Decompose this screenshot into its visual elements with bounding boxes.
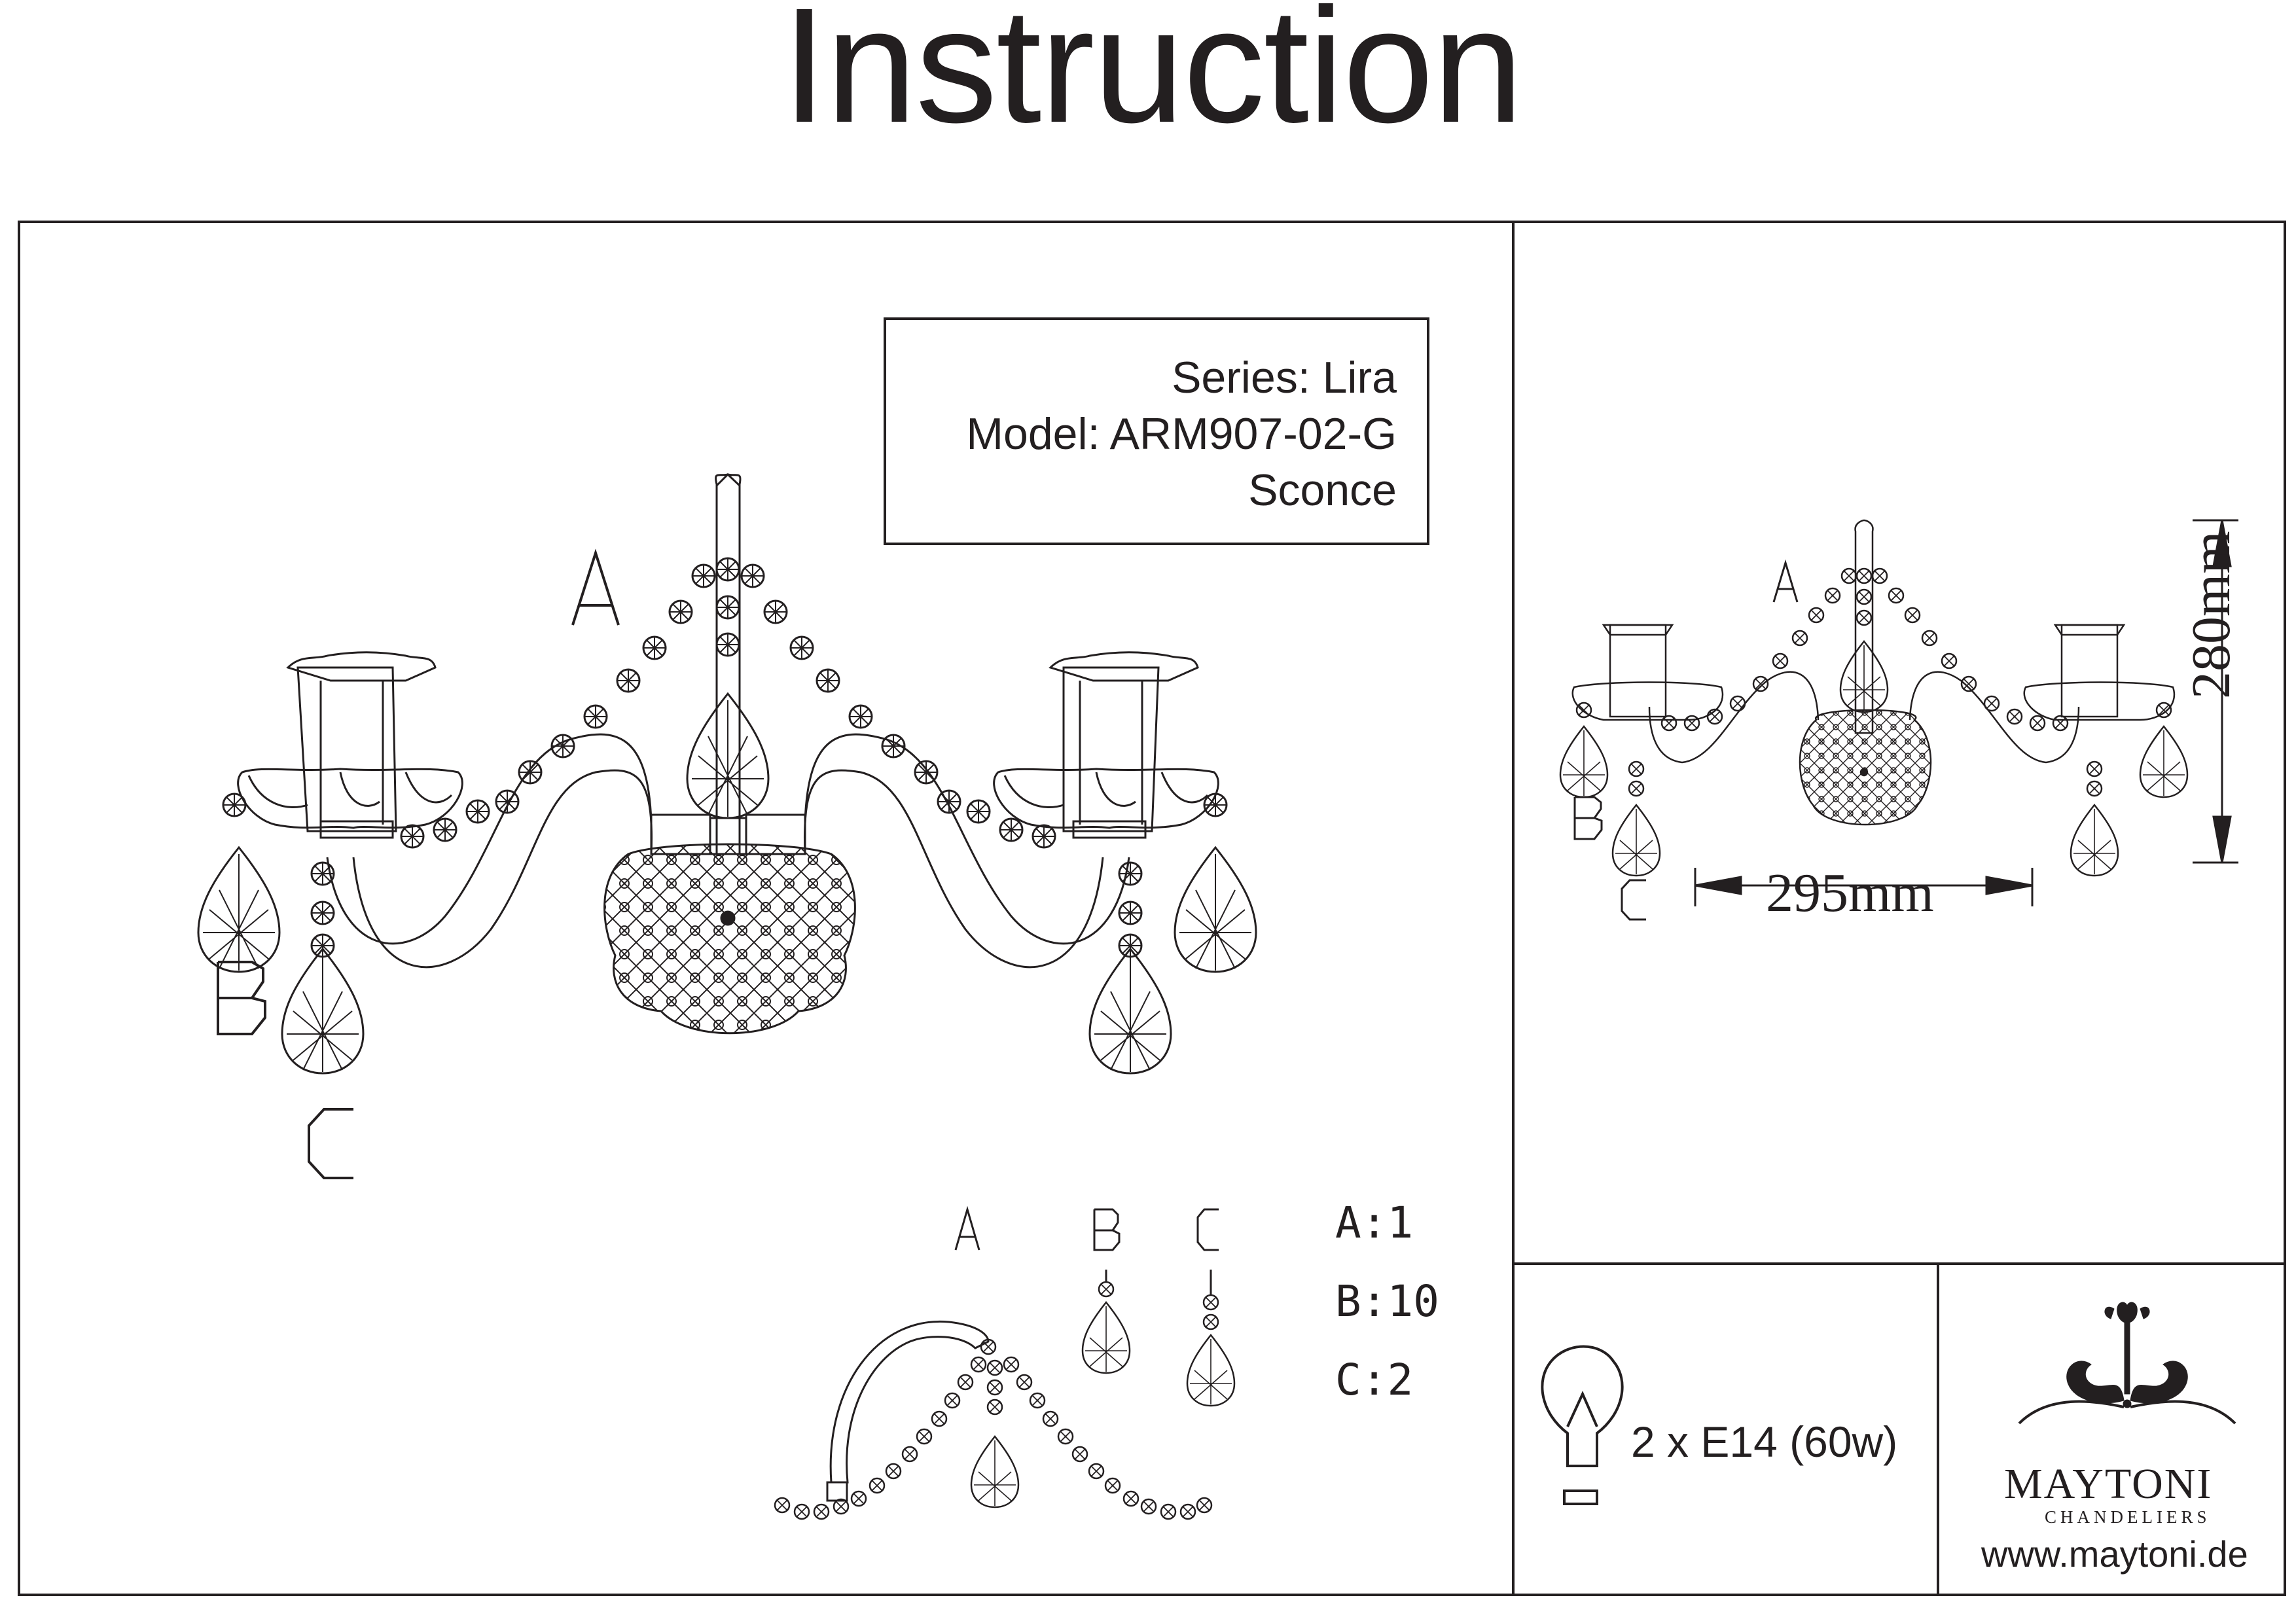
main-sconce-drawing (237, 473, 1219, 1035)
main-part-letters (217, 548, 620, 1179)
small-part-letters (1573, 559, 1799, 921)
page-title: Instruction (781, 0, 1523, 156)
small-sconce-drawing (1571, 519, 2176, 826)
divider-lamp-brand (1937, 1262, 1939, 1596)
divider-bottom-right (1512, 1262, 2286, 1265)
parts-key-letters (954, 1205, 1219, 1251)
lamp-spec: 2 x E14 (60w) (1631, 1418, 1898, 1466)
parts-key-drawing (826, 1270, 1236, 1508)
height-dimension: 280mm (2181, 531, 2242, 699)
brand-url: www.maytoni.de (1981, 1533, 2248, 1575)
instruction-frame (18, 221, 2286, 1596)
bulb-icon (1541, 1345, 1624, 1505)
divider-main (1512, 221, 1515, 1596)
series-label: Series: Lira (1172, 353, 1397, 402)
part-count-c: C:2 (1335, 1355, 1414, 1405)
part-count-a: A:1 (1335, 1198, 1414, 1248)
part-count-b: B:10 (1335, 1276, 1439, 1327)
dimension-lines (1694, 519, 2238, 906)
ornament-logo (2018, 1302, 2236, 1425)
brand-name: MAYTONI (2004, 1460, 2213, 1508)
width-dimension: 295mm (1766, 863, 1934, 923)
type-label: Sconce (1248, 465, 1397, 515)
model-info-box: Series: Lira Model: ARM907-02-G Sconce (884, 317, 1429, 545)
brand-subtitle: CHANDELIERS (2045, 1507, 2211, 1527)
model-label: Model: ARM907-02-G (966, 409, 1397, 459)
